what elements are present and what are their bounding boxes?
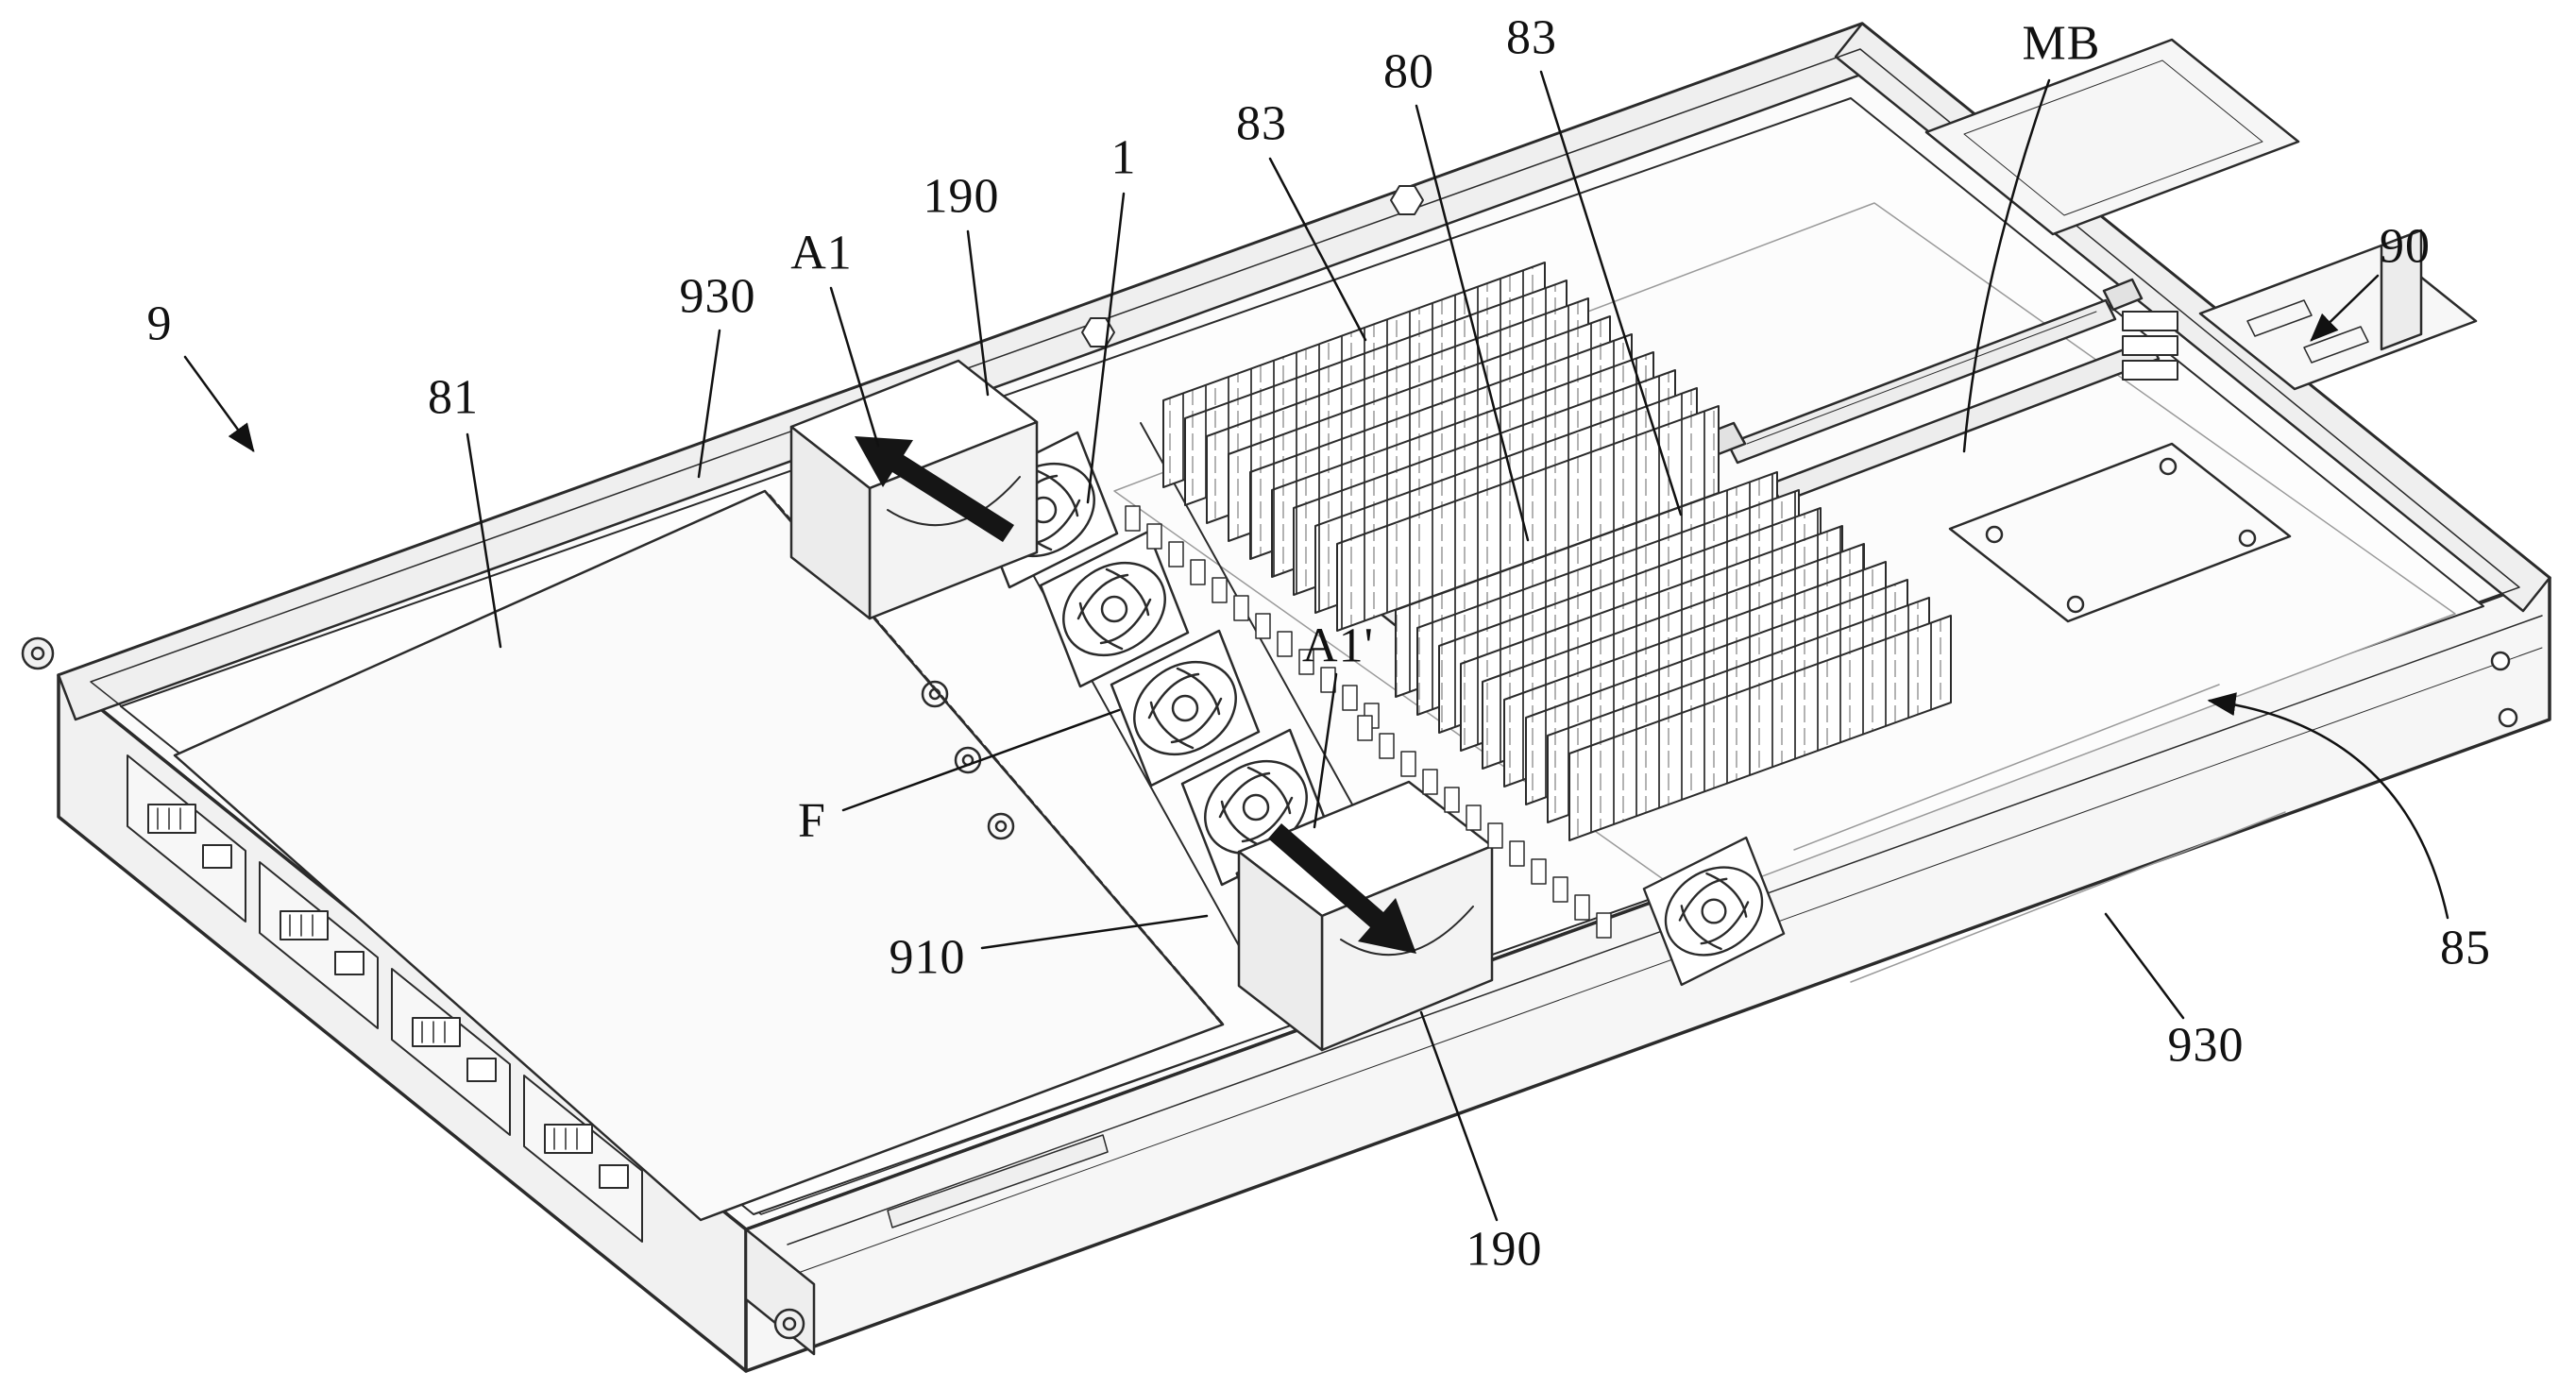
airflow-arrow-a1 [855, 436, 1014, 542]
leader-ref-85 [2207, 692, 2449, 920]
mezzanine-board [1948, 442, 2292, 623]
ref-label-mb: MB [2022, 16, 2101, 71]
ref-label-a1-prime: A1' [1302, 618, 1374, 673]
face-screw [2498, 707, 2518, 728]
leader-ref-930-a [697, 329, 721, 479]
fan-wall-screws [921, 680, 1015, 840]
dimm-socket-row-1 [1125, 505, 1380, 729]
leader-ref-a1 [829, 286, 880, 448]
ref-label-190-b: 190 [1466, 1222, 1543, 1277]
ref-label-1: 1 [1110, 130, 1137, 185]
ref-label-930-b: 930 [2167, 1018, 2245, 1073]
leader-ref-83-b [1539, 70, 1683, 517]
ref-label-90: 90 [2380, 219, 2431, 274]
drive-bays [127, 754, 643, 1243]
ref-label-9: 9 [146, 296, 173, 351]
hex-vent-hole [1390, 185, 1424, 215]
ref-label-83-a: 83 [1236, 96, 1287, 151]
leader-ref-910 [980, 914, 1209, 950]
dimm-bank-1 [1162, 262, 1720, 632]
leader-ref-a1-prime [1313, 672, 1338, 829]
ref-label-930-a: 930 [679, 269, 756, 324]
leader-ref-83-a [1268, 157, 1367, 342]
leader-ref-190-b [1419, 1010, 1499, 1222]
ref-label-85: 85 [2440, 921, 2491, 975]
air-duct-a1 [789, 359, 1039, 620]
ref-label-910: 910 [889, 930, 966, 985]
ref-label-a1: A1 [790, 226, 853, 280]
airflow-arrow-a1-prime [1268, 823, 1416, 954]
leader-ref-90 [2310, 274, 2380, 342]
drive-bay-3 [391, 968, 511, 1136]
leader-ref-9 [183, 355, 255, 453]
thumbscrew-front [744, 1228, 816, 1356]
front-vent-handle [887, 1134, 1109, 1228]
drive-bay-cover-panel [173, 489, 1225, 1222]
face-screw [2490, 651, 2511, 671]
dimm-bank-2 [1395, 471, 1952, 841]
leader-ref-mb [1962, 78, 2051, 453]
leader-ref-81 [466, 432, 502, 649]
drive-bay-1 [127, 754, 246, 923]
drive-bay-2 [259, 861, 379, 1029]
ref-label-80: 80 [1383, 44, 1434, 99]
leader-ref-190-a [966, 229, 990, 397]
leader-lines [183, 70, 2449, 1222]
thumbscrew-left [21, 636, 55, 670]
leader-ref-f [841, 708, 1121, 812]
ref-label-f: F [798, 793, 826, 848]
ref-label-190-a: 190 [923, 169, 1000, 224]
ref-label-83-b: 83 [1506, 10, 1557, 65]
dimm-socket-row-2 [1357, 715, 1612, 939]
leader-ref-1 [1086, 192, 1126, 504]
leader-ref-80 [1415, 104, 1530, 542]
leader-ref-930-b [2104, 912, 2185, 1020]
ref-label-81: 81 [428, 370, 479, 425]
emi-gasket-strip [768, 494, 1225, 1026]
drive-bay-4 [523, 1075, 643, 1243]
connector-stack [2122, 311, 2178, 381]
